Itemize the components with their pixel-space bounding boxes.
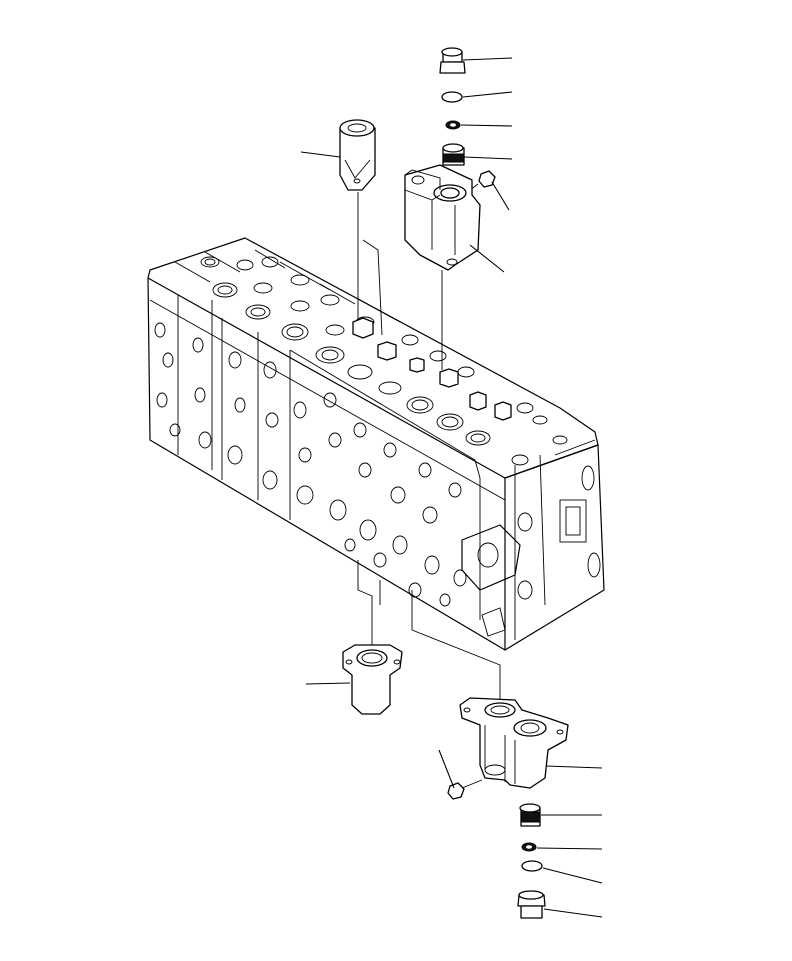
port-holes: [200, 256, 568, 466]
front-face-holes: [154, 322, 601, 607]
cover-upper-left[interactable]: [300, 119, 376, 191]
valve-insert-lower[interactable]: [519, 803, 602, 827]
assembly-lines-lower: [357, 560, 501, 700]
cover-lower-left[interactable]: [305, 644, 403, 715]
plug-upper[interactable]: [439, 47, 513, 74]
back-up-ring-lower[interactable]: [521, 842, 603, 852]
control-valve-block: [147, 237, 605, 651]
bolt-lower[interactable]: [438, 749, 483, 800]
valve-housing-lower[interactable]: [459, 697, 603, 789]
plug-lower[interactable]: [517, 890, 603, 919]
o-ring-lower[interactable]: [521, 860, 603, 884]
assembly-lines-upper: [357, 192, 443, 370]
o-ring-upper[interactable]: [441, 91, 513, 103]
back-up-ring-upper[interactable]: [445, 120, 513, 130]
valve-insert-upper[interactable]: [442, 143, 513, 166]
valve-housing-upper[interactable]: [404, 164, 505, 273]
